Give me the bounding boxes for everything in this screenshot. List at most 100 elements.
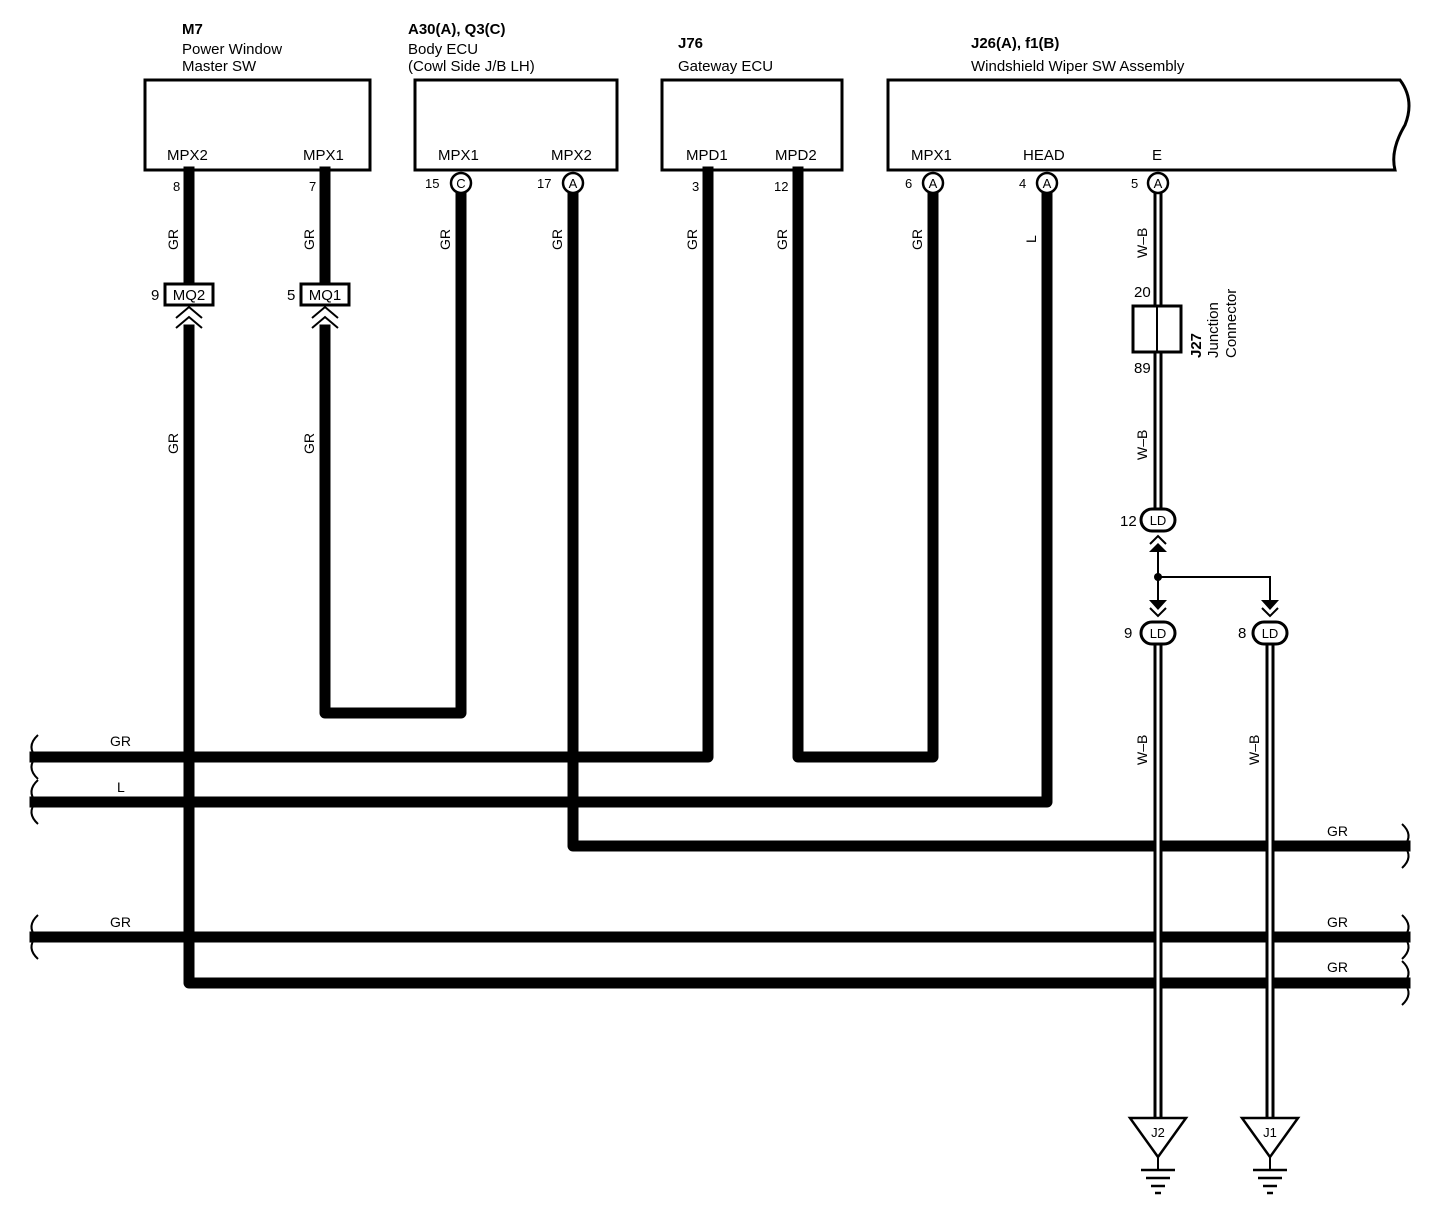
m7-box xyxy=(143,78,372,172)
wire-label-j26-head: L xyxy=(1023,235,1039,243)
j27-pin-bottom: 89 xyxy=(1134,360,1151,377)
ground-j1-label: J1 xyxy=(1263,1125,1277,1140)
j76-pin-mpd2-label: MPD2 xyxy=(775,147,817,164)
wire-label-j26-mpx1: GR xyxy=(909,229,925,250)
j26-pin-head-label: HEAD xyxy=(1023,147,1065,164)
a30-name-line1: Body ECU xyxy=(408,41,478,58)
a30-box xyxy=(413,78,619,172)
wire-label-left-gr-through: GR xyxy=(110,914,131,930)
component-m7: M7 Power Window Master SW MPX2 MPX1 xyxy=(143,21,372,172)
j26-box xyxy=(886,78,1411,172)
ld9-arrow-icon xyxy=(1149,600,1167,610)
j26-name-line1: Windshield Wiper SW Assembly xyxy=(971,58,1185,75)
wb-wires xyxy=(1153,192,1275,1118)
wire-label-right-gr-937: GR xyxy=(1327,914,1348,930)
wire-body-ecu-mpx2-right xyxy=(567,188,1411,852)
wire-label-e-top: W–B xyxy=(1134,228,1150,258)
ld12-arrow-icon xyxy=(1149,543,1167,552)
mq2-pin: 9 xyxy=(151,287,159,304)
wire-label-mq2-lower: GR xyxy=(165,433,181,454)
wire-label-left-gr-bus: GR xyxy=(110,733,131,749)
pin-a30-mpx2: 17 xyxy=(537,176,551,191)
connector-mq2: 9 MQ2 xyxy=(151,282,215,329)
wire-label-mq1-lower: GR xyxy=(301,433,317,454)
component-j26: J26(A), f1(B) Windshield Wiper SW Assemb… xyxy=(886,35,1411,172)
pin-j26-mpx1: 6 xyxy=(905,176,912,191)
ld8-pin: 8 xyxy=(1238,625,1246,642)
wire-label-right-gr-983: GR xyxy=(1327,959,1348,975)
wire-label-a30-mpx1: GR xyxy=(437,229,453,250)
mq2-label: MQ2 xyxy=(173,287,206,304)
ld9-pin: 9 xyxy=(1124,625,1132,642)
mq1-label: MQ1 xyxy=(309,287,342,304)
j26-id: J26(A), f1(B) xyxy=(971,35,1059,52)
connector-ld-12: 12 LD xyxy=(1120,507,1177,552)
mq1-box xyxy=(299,282,351,307)
wire-wiper-head-left xyxy=(29,188,1053,808)
ld8-label: LD xyxy=(1262,626,1279,641)
wire-label-m7-mpx2-top: GR xyxy=(165,229,181,250)
connector-ld-8: 8 LD xyxy=(1238,600,1289,646)
ground-j2-icon xyxy=(1141,1168,1175,1195)
wire-gateway-mpd1-left xyxy=(29,166,714,763)
wire-label-ld9-lower: W–B xyxy=(1134,735,1150,765)
conn-circle-j26-e xyxy=(1146,171,1170,195)
wire-mq2-bottom-bus xyxy=(183,324,1411,989)
ground-j1-icon xyxy=(1253,1168,1287,1195)
connector-mq1: 5 MQ1 xyxy=(287,282,351,329)
j27-pin-top: 20 xyxy=(1134,284,1151,301)
conn-j26-e-letter: A xyxy=(1154,176,1163,191)
pin-j76-mpd2: 12 xyxy=(774,179,788,194)
m7-name-line2: Master SW xyxy=(182,58,257,75)
conn-circle-a30-mpx1 xyxy=(449,171,473,195)
wire-color-labels: GR GR GR GR GR GR GR L GR GR W–B W–B W–B… xyxy=(110,228,1348,975)
wire-label-j76-mpd2: GR xyxy=(774,229,790,250)
pin-m7-mpx1: 7 xyxy=(309,179,316,194)
a30-pin-mpx1-label: MPX1 xyxy=(438,147,479,164)
wire-label-m7-mpx1-top: GR xyxy=(301,229,317,250)
ground-j1-triangle xyxy=(1239,1116,1301,1160)
ld9-oval xyxy=(1139,620,1177,646)
wire-label-right-gr-846: GR xyxy=(1327,823,1348,839)
ld8-oval xyxy=(1251,620,1289,646)
conn-circle-j26-mpx1 xyxy=(921,171,945,195)
mq2-arrow-icon xyxy=(175,305,203,329)
wire-label-left-l-bus: L xyxy=(117,779,125,795)
conn-j26-mpx1-letter: A xyxy=(929,176,938,191)
j27-line2: Connector xyxy=(1223,289,1240,358)
j27-line1: Junction xyxy=(1205,302,1222,358)
ld8-arrow-icon xyxy=(1261,600,1279,610)
conn-a30-mpx1-letter: C xyxy=(456,176,465,191)
ld12-pin: 12 xyxy=(1120,513,1137,530)
ground-j2-triangle xyxy=(1127,1116,1189,1160)
wire-gateway-mpd2-to-wiper-mpx1 xyxy=(792,166,939,763)
pin-j26-e: 5 xyxy=(1131,176,1138,191)
splice-point xyxy=(1154,573,1162,581)
ld12-oval xyxy=(1139,507,1177,533)
mq2-box xyxy=(163,282,215,307)
connector-ld-9: 9 LD xyxy=(1124,600,1177,646)
pin-markers: 8 7 15 C 17 A 3 12 6 A 4 A 5 A xyxy=(173,171,1170,195)
ground-j2-label: J2 xyxy=(1151,1125,1165,1140)
pin-j76-mpd1: 3 xyxy=(692,179,699,194)
j76-id: J76 xyxy=(678,35,703,52)
ground-j1: J1 xyxy=(1239,1116,1301,1195)
m7-id: M7 xyxy=(182,21,203,38)
m7-pin-mpx2-label: MPX2 xyxy=(167,147,208,164)
conn-circle-a30-mpx2 xyxy=(561,171,585,195)
ld9-label: LD xyxy=(1150,626,1167,641)
a30-name-line2: (Cowl Side J/B LH) xyxy=(408,58,535,75)
wire-label-e-mid: W–B xyxy=(1134,430,1150,460)
junction-connector-j27: 20 89 J27 Junction Connector xyxy=(1131,284,1240,377)
j26-pin-mpx1-label: MPX1 xyxy=(911,147,952,164)
j76-pin-mpd1-label: MPD1 xyxy=(686,147,728,164)
wire-label-j76-mpd1: GR xyxy=(684,229,700,250)
j76-box xyxy=(660,78,844,172)
conn-circle-j26-head xyxy=(1035,171,1059,195)
m7-name-line1: Power Window xyxy=(182,41,282,58)
pin-a30-mpx1: 15 xyxy=(425,176,439,191)
m7-pin-mpx1-label: MPX1 xyxy=(303,147,344,164)
a30-id: A30(A), Q3(C) xyxy=(408,21,506,38)
component-j76: J76 Gateway ECU MPD1 MPD2 xyxy=(660,35,844,172)
